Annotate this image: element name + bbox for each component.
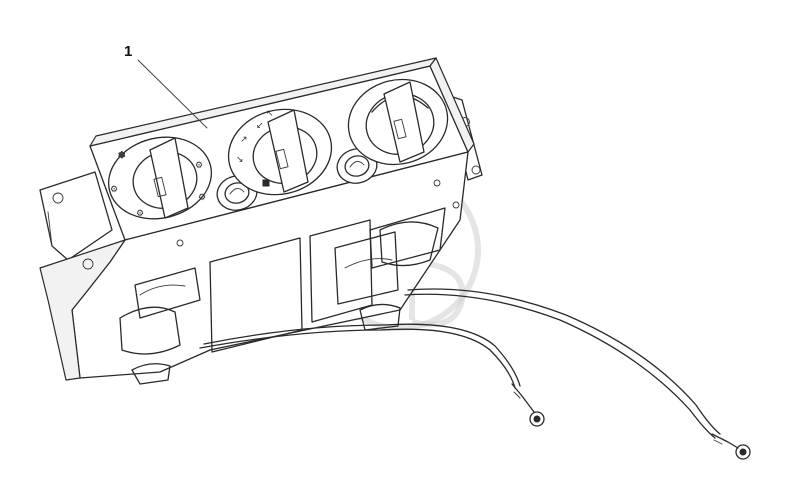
svg-text:↗: ↗ <box>240 135 248 145</box>
svg-text:⚙: ⚙ <box>110 185 118 195</box>
svg-text:↖: ↖ <box>266 109 274 119</box>
callout-1: 1 <box>124 43 208 129</box>
control-cables <box>199 288 751 460</box>
callout-label: 1 <box>124 43 132 60</box>
svg-text:⚙: ⚙ <box>136 209 144 219</box>
svg-text:↘: ↘ <box>236 155 244 165</box>
svg-text:↙: ↙ <box>256 121 264 131</box>
svg-text:⚙: ⚙ <box>195 161 203 171</box>
svg-text:❄: ❄ <box>118 150 126 160</box>
svg-text:⚙: ⚙ <box>198 193 206 203</box>
temperature-knob-icon: ↗ ↘ ↙ ↖ <box>227 108 333 196</box>
fan-speed-knob-icon: ❄ ⚙ ⚙ ⚙ ⚙ <box>107 136 213 220</box>
air-distribution-knob-icon <box>347 78 449 166</box>
